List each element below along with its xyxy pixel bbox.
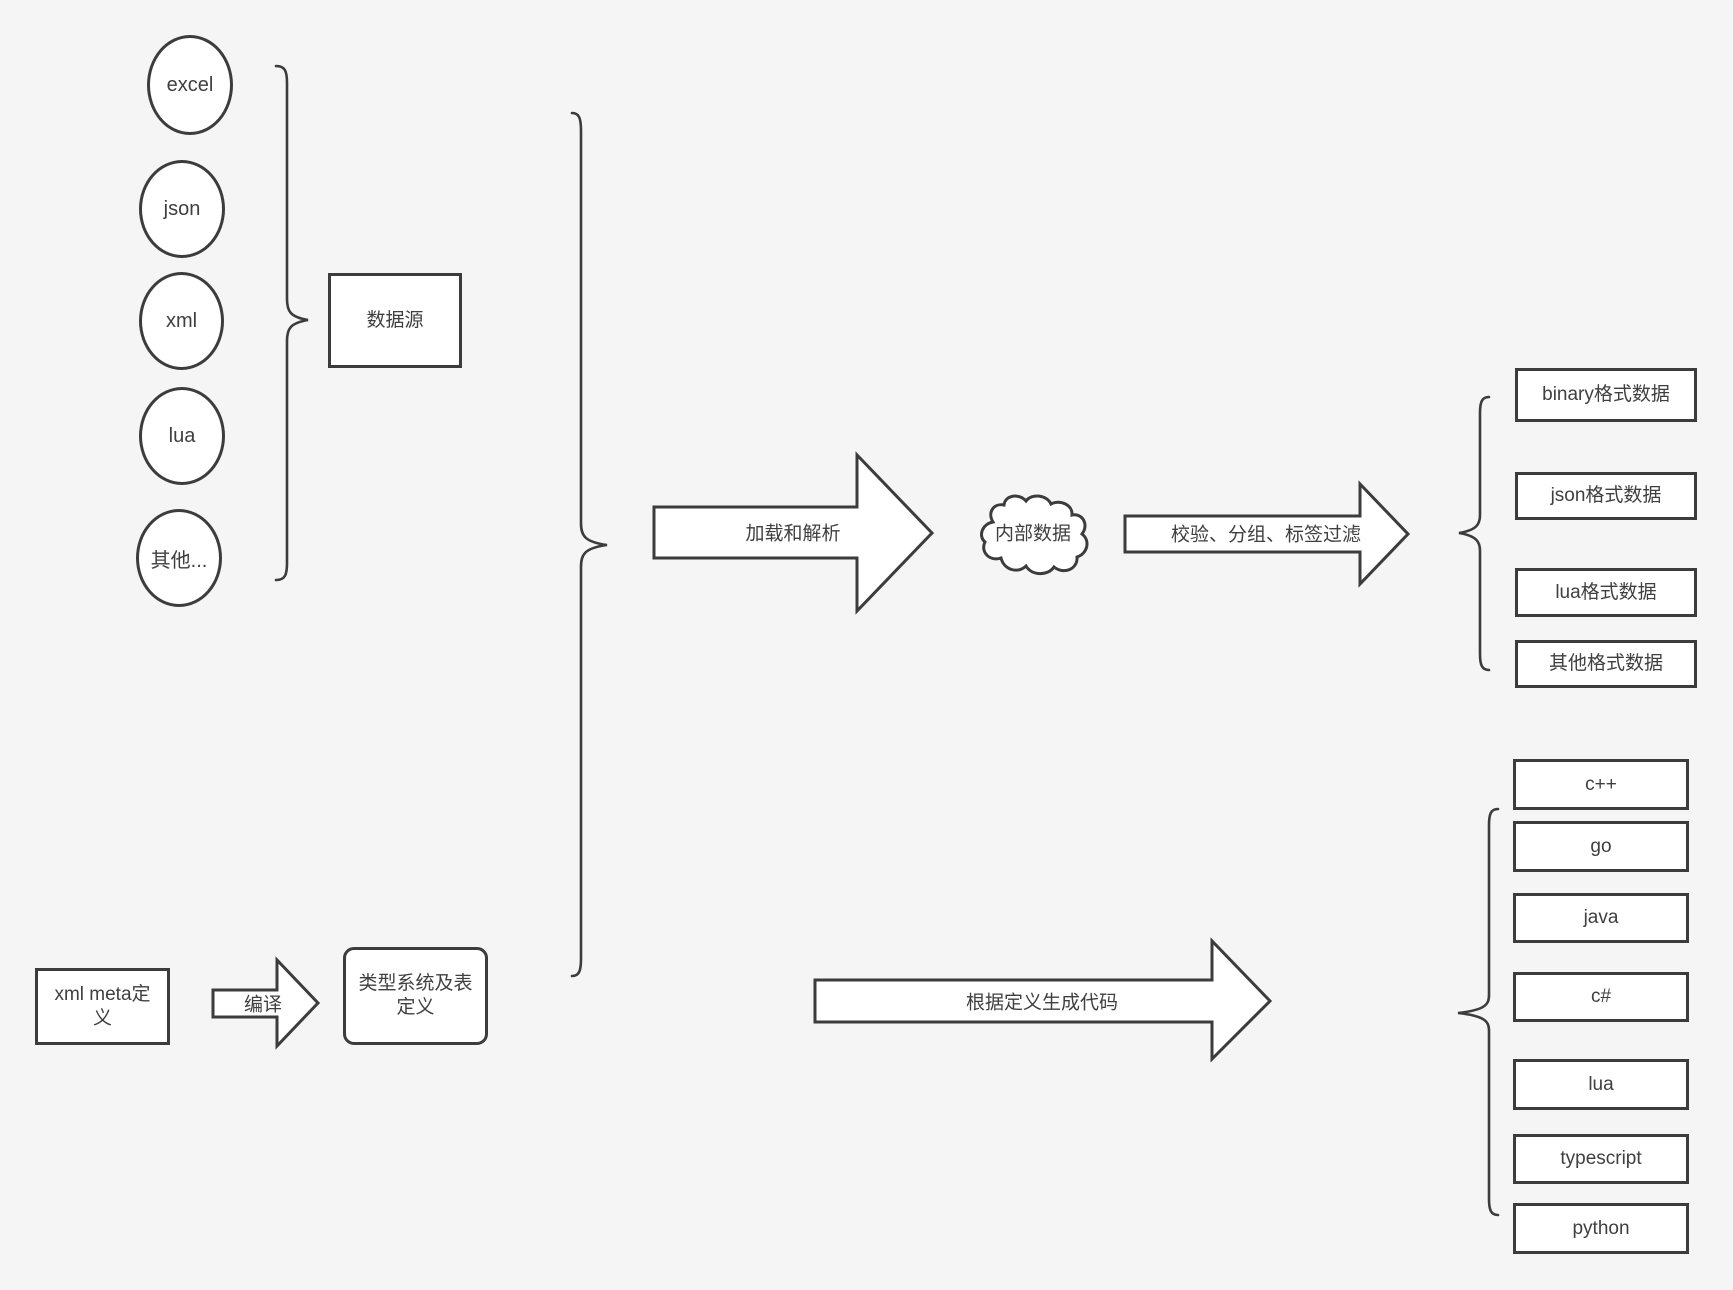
xml-meta-label: xml meta定义 <box>54 983 151 1029</box>
internal-data-cloud-label: 内部数据 <box>994 523 1072 545</box>
language-box-lua: lua <box>1513 1059 1689 1110</box>
type-system-label: 类型系统及表定义 <box>358 973 473 1018</box>
format-box-lua: lua格式数据 <box>1515 568 1697 617</box>
language-label: c++ <box>1585 773 1617 795</box>
generate-code-arrow-label: 根据定义生成代码 <box>965 992 1119 1014</box>
language-label: typescript <box>1560 1148 1642 1170</box>
format-label: binary格式数据 <box>1542 384 1670 406</box>
format-box-binary: binary格式数据 <box>1515 368 1697 422</box>
source-label: xml <box>165 309 198 332</box>
format-box-json: json格式数据 <box>1515 472 1697 520</box>
data-source-box: 数据源 <box>328 273 462 368</box>
load-parse-arrow-label: 加载和解析 <box>745 523 841 545</box>
compile-arrow <box>211 956 321 1050</box>
language-label: java <box>1583 907 1619 929</box>
language-label: go <box>1590 835 1612 857</box>
format-label: json格式数据 <box>1550 485 1662 507</box>
source-label: lua <box>168 424 196 447</box>
source-ellipse-lua: lua <box>139 387 225 485</box>
data-source-label: 数据源 <box>366 309 424 331</box>
format-label: lua格式数据 <box>1555 581 1657 603</box>
filter-arrow-label: 校验、分组、标签过滤 <box>1170 524 1362 546</box>
formats-group-brace <box>1458 395 1491 672</box>
format-label: 其他格式数据 <box>1548 653 1663 675</box>
source-ellipse-xml: xml <box>139 272 224 370</box>
language-box-go: go <box>1513 821 1689 872</box>
language-box-typescript: typescript <box>1513 1134 1689 1184</box>
language-box-python: python <box>1513 1203 1689 1254</box>
language-box-csharp: c# <box>1513 972 1689 1022</box>
compile-arrow-label: 编译 <box>243 994 283 1016</box>
source-ellipse-json: json <box>139 160 225 258</box>
source-label: 其他... <box>150 549 208 572</box>
language-label: lua <box>1588 1073 1614 1095</box>
load-parse-arrow <box>652 451 935 615</box>
language-box-cpp: c++ <box>1513 759 1689 810</box>
format-box-other: 其他格式数据 <box>1515 640 1697 688</box>
language-label: c# <box>1590 986 1612 1008</box>
xml-meta-box: xml meta定义 <box>35 968 170 1045</box>
source-label: excel <box>166 73 214 96</box>
source-ellipse-other: 其他... <box>136 509 222 607</box>
internal-data-cloud <box>980 494 1089 576</box>
main-group-brace <box>570 111 608 978</box>
language-label: python <box>1572 1217 1630 1239</box>
sources-group-brace <box>274 64 309 582</box>
source-label: json <box>163 197 201 220</box>
type-system-box: 类型系统及表定义 <box>343 947 488 1045</box>
generate-code-arrow <box>813 937 1273 1063</box>
filter-arrow <box>1123 480 1411 588</box>
source-ellipse-excel: excel <box>147 35 233 135</box>
language-box-java: java <box>1513 893 1689 943</box>
languages-group-brace <box>1457 807 1500 1217</box>
